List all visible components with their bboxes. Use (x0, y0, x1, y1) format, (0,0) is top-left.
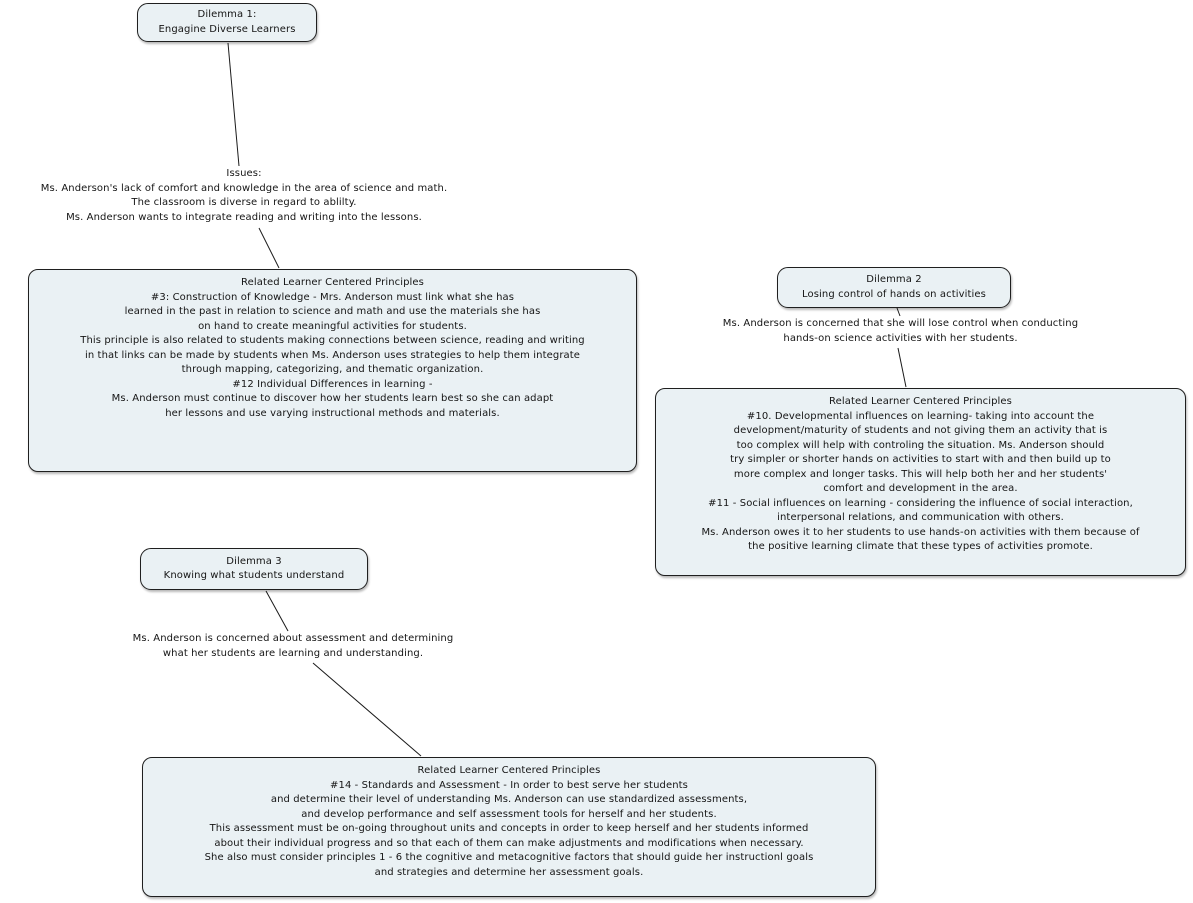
text-line: interpersonal relations, and communicati… (777, 512, 1064, 523)
text-line: comfort and development in the area. (823, 483, 1018, 494)
text-line: #3: Construction of Knowledge - Mrs. And… (150, 291, 515, 303)
dilemma-2-principles-node[interactable]: Related Learner Centered Principles #10. … (655, 388, 1186, 576)
text-line: Related Learner Centered Principles (240, 277, 424, 288)
text-line: The classroom is diverse in regard to ab… (131, 197, 357, 208)
dilemma-2-concern-text[interactable]: Ms. Anderson is concerned that she will … (657, 317, 1144, 346)
text-line: Knowing what students understand (163, 570, 345, 581)
text-line: Ms. Anderson is concerned about assessme… (132, 633, 454, 644)
text-line: #12 Individual Differences in learning - (232, 378, 433, 390)
text-line: Ms. Anderson wants to integrate reading … (66, 211, 422, 223)
text-line: more complex and longer tasks. This will… (733, 468, 1108, 480)
dilemma-1-node[interactable]: Dilemma 1: Engagine Diverse Learners (137, 3, 317, 42)
dilemma-3-concern-text[interactable]: Ms. Anderson is concerned about assessme… (103, 632, 483, 661)
text-line: hands-on science activities with her stu… (783, 332, 1018, 344)
dilemma-2-node[interactable]: Dilemma 2 Losing control of hands on acti… (777, 267, 1011, 308)
text-line: the positive learning climate that these… (748, 541, 1093, 552)
text-line: #10. Developmental influences on learnin… (746, 410, 1095, 422)
text-line: Engagine Diverse Learners (158, 23, 296, 35)
text-line: in that links can be made by students wh… (84, 349, 581, 361)
text-line: and strategies and determine her assessm… (374, 866, 644, 878)
dilemma-1-issues-text[interactable]: Issues: Ms. Anderson's lack of comfort an… (4, 167, 484, 225)
text-line: her lessons and use varying instructiona… (165, 407, 500, 419)
text-line: This assessment must be on-going through… (209, 823, 809, 834)
dilemma-1-principles-node[interactable]: Related Learner Centered Principles #3: C… (28, 269, 637, 472)
text-line: Ms. Anderson must continue to discover h… (111, 393, 554, 404)
text-line: learned in the past in relation to scien… (124, 306, 541, 317)
text-line: Dilemma 2 (866, 274, 922, 285)
text-line: Related Learner Centered Principles (828, 396, 1012, 407)
dilemma-3-principles-node[interactable]: Related Learner Centered Principles #14 -… (142, 757, 876, 897)
text-line: development/maturity of students and not… (733, 425, 1108, 436)
text-line: Ms. Anderson's lack of comfort and knowl… (40, 182, 448, 194)
text-line: This principle is also related to studen… (80, 335, 585, 346)
text-line: on hand to create meaningful activities … (198, 320, 467, 332)
connector-line-concern3-to-principles3 (312, 662, 422, 757)
connector-line-dilemma1-to-issues1 (227, 42, 240, 167)
text-line: Dilemma 3 (226, 555, 282, 567)
text-line: Losing control of hands on activities (802, 288, 986, 300)
text-line: and develop performance and self assessm… (301, 808, 717, 820)
connector-line-issues1-to-principles1 (258, 227, 280, 269)
dilemma-3-node[interactable]: Dilemma 3 Knowing what students understan… (140, 548, 368, 590)
text-line: Ms. Anderson is concerned that she will … (722, 318, 1079, 329)
text-line: #11 - Social influences on learning - co… (708, 497, 1133, 509)
text-line: Related Learner Centered Principles (417, 765, 601, 776)
text-line: Issues: (226, 168, 262, 179)
text-line: too complex will help with controling th… (736, 439, 1105, 451)
text-line: Ms. Anderson owes it to her students to … (701, 526, 1140, 538)
text-line: #14 - Standards and Assessment - In orde… (330, 779, 688, 791)
connector-line-concern2-to-principles2 (897, 347, 907, 388)
text-line: Dilemma 1: (197, 9, 257, 20)
text-line: She also must consider principles 1 - 6 … (204, 852, 814, 863)
text-line: try simpler or shorter hands on activiti… (730, 454, 1111, 465)
connector-line-dilemma2-to-concern2 (896, 307, 901, 317)
text-line: what her students are learning and under… (162, 647, 424, 659)
text-line: and determine their level of understandi… (270, 794, 748, 805)
text-line: about their individual progress and so t… (214, 837, 804, 849)
text-line: through mapping, categorizing, and thema… (181, 364, 484, 375)
connector-line-dilemma3-to-concern3 (265, 590, 289, 632)
